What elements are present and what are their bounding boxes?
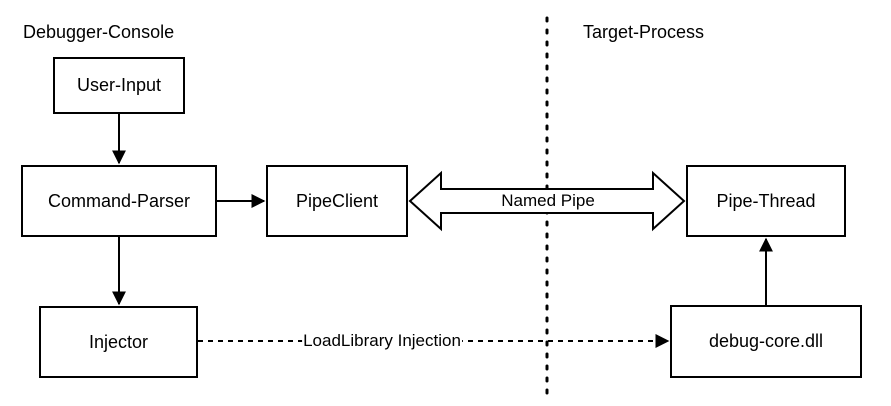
node-pipeclient[interactable]: PipeClient: [266, 165, 408, 237]
edge-label-loadlibrary-injection: LoadLibrary Injection: [302, 331, 462, 351]
node-debug-core-dll[interactable]: debug-core.dll: [670, 305, 862, 378]
node-command-parser[interactable]: Command-Parser: [21, 165, 217, 237]
lane-label-target-process: Target-Process: [583, 22, 705, 42]
node-user-input[interactable]: User-Input: [53, 57, 185, 114]
edge-label-named-pipe: Named Pipe: [500, 191, 596, 211]
node-injector[interactable]: Injector: [39, 306, 198, 378]
node-pipe-thread[interactable]: Pipe-Thread: [686, 165, 846, 237]
lane-label-debugger-console: Debugger-Console: [23, 22, 175, 42]
